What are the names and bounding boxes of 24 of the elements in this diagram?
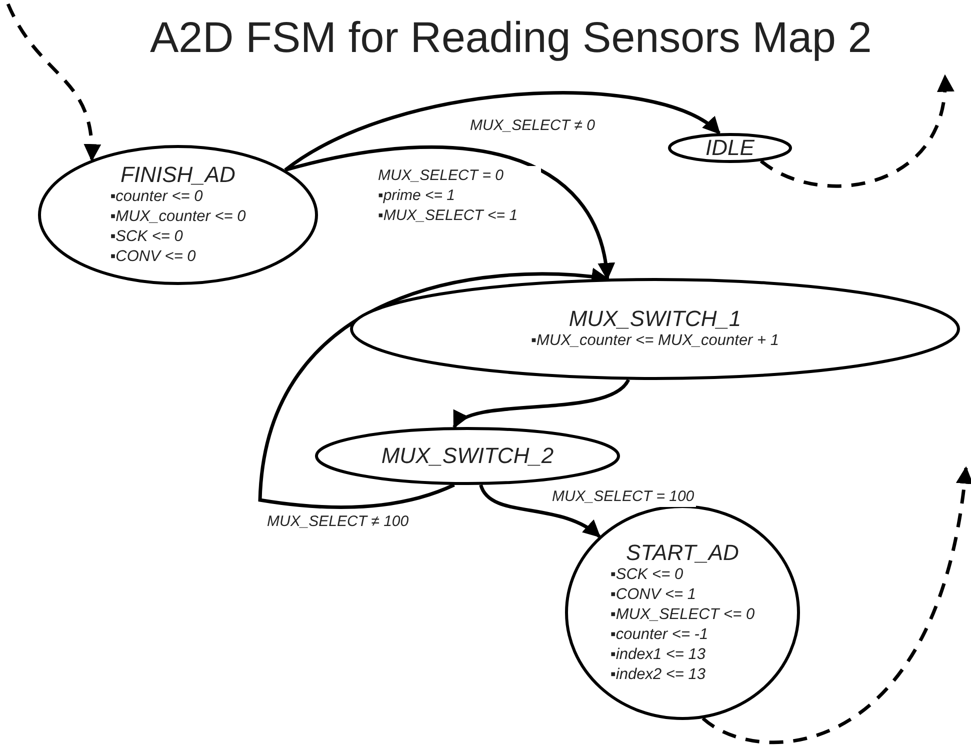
state-action: ▪MUX_counter <= MUX_counter + 1 <box>530 331 780 351</box>
state-action: ▪MUX_counter <= 0 <box>110 207 246 227</box>
state-action: ▪SCK <= 0 <box>110 227 183 247</box>
state-action: ▪counter <= 0 <box>110 187 203 207</box>
state-action: ▪CONV <= 1 <box>610 584 696 604</box>
arrow <box>284 146 614 280</box>
arrow <box>284 91 721 172</box>
dashed-arrow <box>6 3 100 162</box>
arrow <box>479 484 601 538</box>
diagram-title: A2D FSM for Reading Sensors Map 2 <box>150 13 872 64</box>
state-name: IDLE <box>706 136 754 160</box>
arrow <box>452 378 630 428</box>
state-name: MUX_SWITCH_2 <box>381 444 554 468</box>
state-action: ▪index2 <= 13 <box>610 664 706 684</box>
state-action: ▪MUX_SELECT <= 0 <box>610 604 755 624</box>
state-name: START_AD <box>626 540 739 564</box>
state-action: ▪counter <= -1 <box>610 624 708 644</box>
state-action: ▪SCK <= 0 <box>610 564 684 584</box>
state-name: MUX_SWITCH_1 <box>568 307 742 331</box>
dashed-arrow <box>760 74 953 188</box>
dashed-arrow <box>702 466 971 744</box>
state-action: ▪index1 <= 13 <box>610 644 706 664</box>
state-action: ▪CONV <= 0 <box>110 247 196 267</box>
state-name: FINISH_AD <box>120 163 236 187</box>
